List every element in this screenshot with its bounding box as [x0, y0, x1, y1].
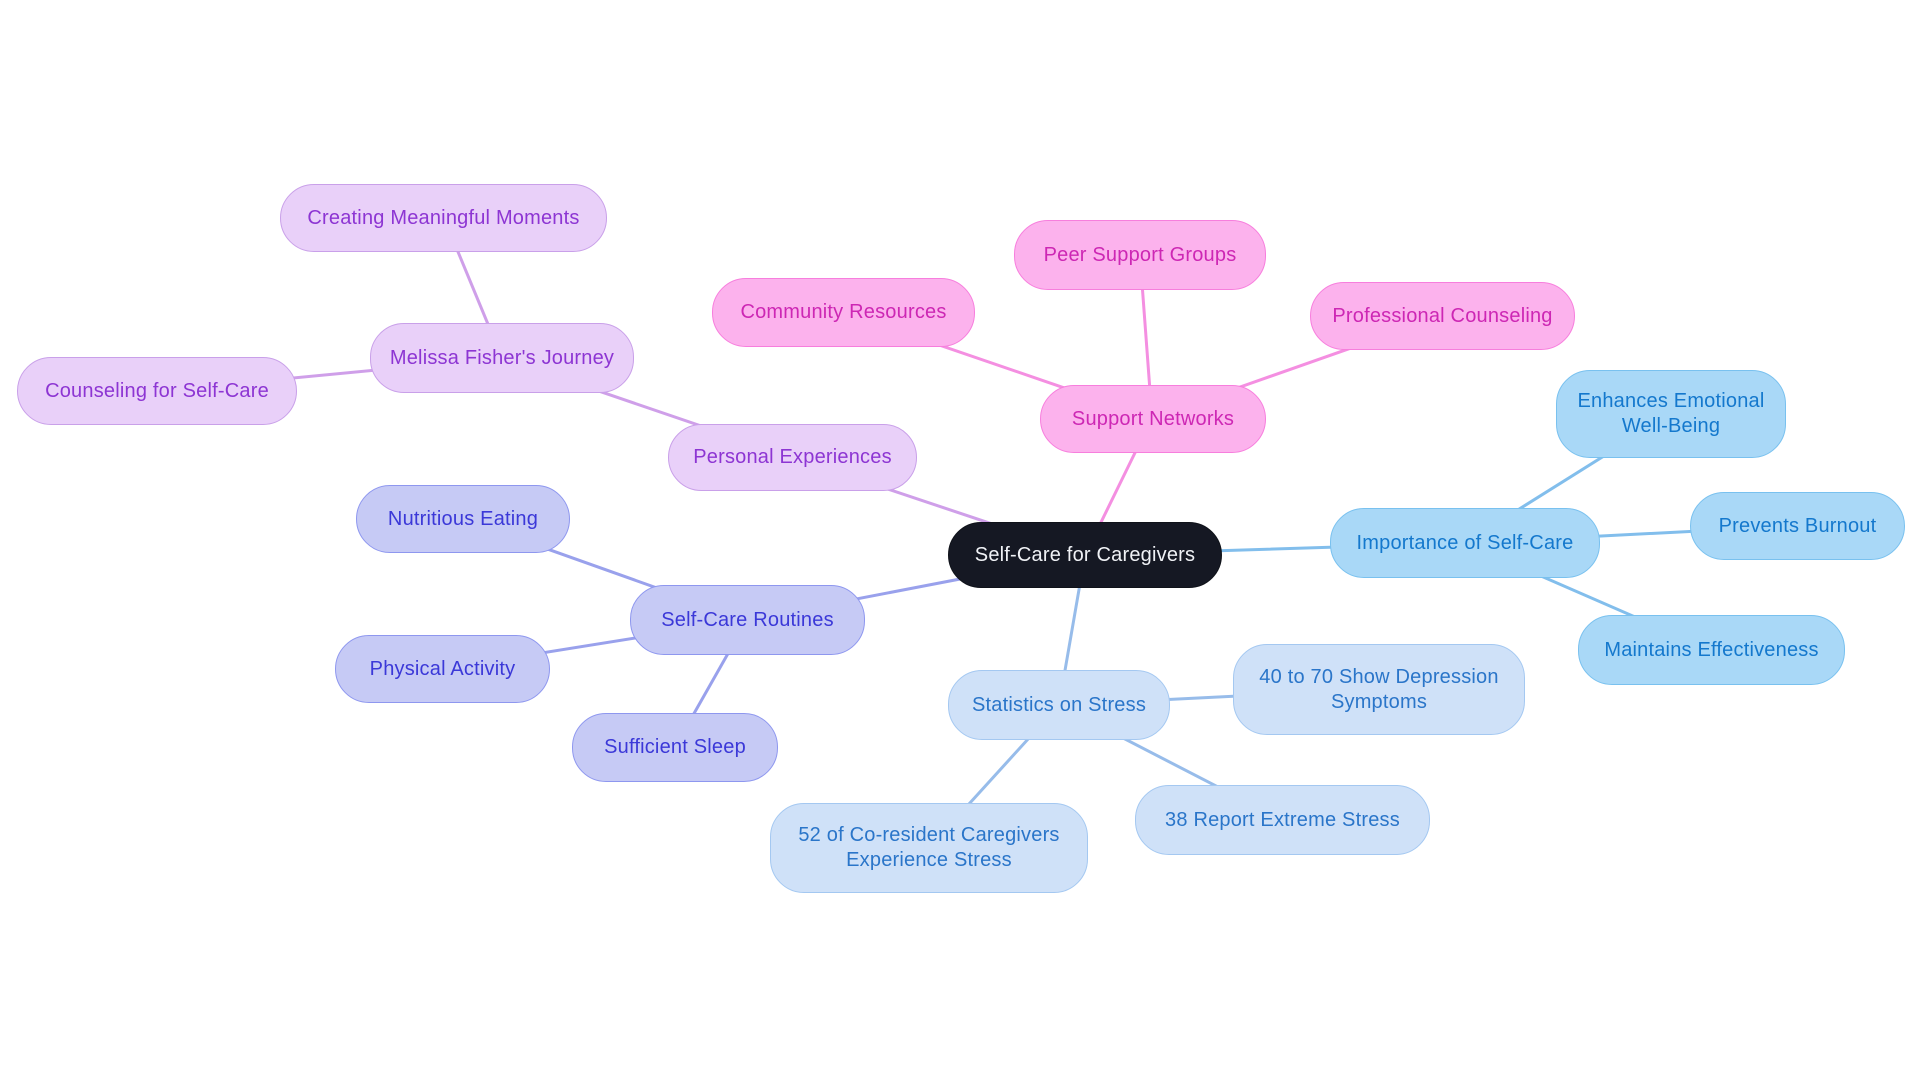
node-prevents-burnout[interactable]: Prevents Burnout [1690, 492, 1905, 560]
node-self-care-routines[interactable]: Self-Care Routines [630, 585, 865, 655]
node-personal-experiences[interactable]: Personal Experiences [668, 424, 917, 491]
node-40-to-70-depression-symptoms[interactable]: 40 to 70 Show Depression Symptoms [1233, 644, 1525, 735]
node-melissa-fishers-journey[interactable]: Melissa Fisher's Journey [370, 323, 634, 393]
node-peer-support-groups[interactable]: Peer Support Groups [1014, 220, 1266, 290]
node-nutritious-eating[interactable]: Nutritious Eating [356, 485, 570, 553]
node-physical-activity[interactable]: Physical Activity [335, 635, 550, 703]
node-statistics-on-stress[interactable]: Statistics on Stress [948, 670, 1170, 740]
node-support-networks[interactable]: Support Networks [1040, 385, 1266, 453]
node-creating-meaningful-moments[interactable]: Creating Meaningful Moments [280, 184, 607, 252]
node-sufficient-sleep[interactable]: Sufficient Sleep [572, 713, 778, 782]
node-maintains-effectiveness[interactable]: Maintains Effectiveness [1578, 615, 1845, 685]
node-52-coresident-experience-stress[interactable]: 52 of Co-resident Caregivers Experience … [770, 803, 1088, 893]
node-self-care-for-caregivers[interactable]: Self-Care for Caregivers [948, 522, 1222, 588]
node-importance-of-self-care[interactable]: Importance of Self-Care [1330, 508, 1600, 578]
node-community-resources[interactable]: Community Resources [712, 278, 975, 347]
node-enhances-emotional-well-being[interactable]: Enhances Emotional Well-Being [1556, 370, 1786, 458]
node-counseling-for-self-care[interactable]: Counseling for Self-Care [17, 357, 297, 425]
node-38-report-extreme-stress[interactable]: 38 Report Extreme Stress [1135, 785, 1430, 855]
node-professional-counseling[interactable]: Professional Counseling [1310, 282, 1575, 350]
